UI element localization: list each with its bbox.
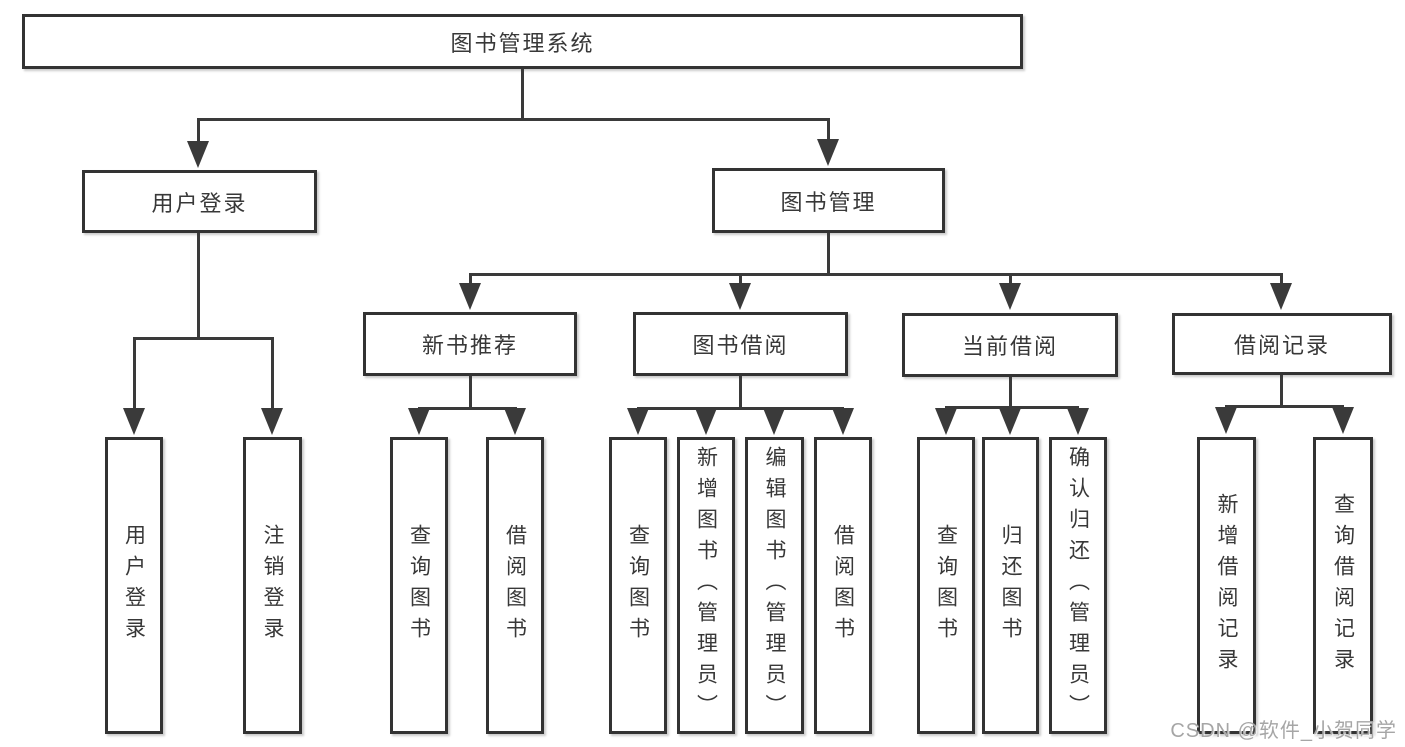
connector-line <box>637 407 844 410</box>
node-current-borrow-label: 当前借阅 <box>961 334 1058 359</box>
connector-line <box>1009 377 1012 409</box>
connector-line <box>739 376 742 410</box>
connector-line <box>133 337 136 411</box>
leaf-cb-confirm-return-label: 确认归还（管理员） <box>1066 446 1090 725</box>
leaf-br-add-record: 新增借阅记录 <box>1197 437 1256 734</box>
connector-line <box>1280 273 1283 287</box>
arrow-down-icon <box>261 408 283 435</box>
leaf-login: 用户登录 <box>105 437 163 734</box>
connector-line <box>469 376 472 410</box>
node-new-book-recommend-label: 新书推荐 <box>421 333 518 358</box>
leaf-cb-return-book-label: 归还图书 <box>999 523 1022 648</box>
arrow-down-icon <box>504 408 526 435</box>
connector-line <box>1009 273 1012 287</box>
node-root-label: 图书管理系统 <box>450 30 595 56</box>
connector-line <box>197 118 200 144</box>
node-current-borrow: 当前借阅 <box>902 313 1118 377</box>
leaf-br-query-record-label: 查询借阅记录 <box>1331 492 1355 679</box>
leaf-bb-edit-book-label: 编辑图书（管理员） <box>763 446 786 725</box>
node-new-book-recommend: 新书推荐 <box>363 312 577 376</box>
leaf-login-label: 用户登录 <box>122 523 146 648</box>
leaf-nbr-query-book: 查询图书 <box>390 437 448 734</box>
connector-line <box>197 233 200 340</box>
arrow-down-icon <box>832 408 854 435</box>
connector-line <box>1280 375 1283 408</box>
leaf-bb-add-book-label: 新增图书（管理员） <box>694 446 718 725</box>
leaf-logout: 注销登录 <box>243 437 302 734</box>
arrow-down-icon <box>999 283 1021 310</box>
arrow-down-icon <box>729 283 751 310</box>
connector-line <box>827 233 830 276</box>
arrow-down-icon <box>763 408 785 435</box>
node-borrow-records: 借阅记录 <box>1172 313 1392 375</box>
connector-line <box>469 273 472 287</box>
leaf-bb-query-book-label: 查询图书 <box>626 523 650 648</box>
leaf-br-query-record: 查询借阅记录 <box>1313 437 1373 734</box>
connector-line <box>827 118 830 142</box>
node-user-login-label: 用户登录 <box>151 190 248 216</box>
arrow-down-icon <box>817 139 839 166</box>
node-book-management: 图书管理 <box>712 168 945 233</box>
leaf-nbr-query-book-label: 查询图书 <box>407 523 431 648</box>
connector-line <box>521 69 524 121</box>
connector-line <box>739 273 742 287</box>
leaf-bb-edit-book: 编辑图书（管理员） <box>745 437 804 734</box>
leaf-bb-borrow-book-label: 借阅图书 <box>831 523 855 648</box>
leaf-nbr-borrow-book: 借阅图书 <box>486 437 544 734</box>
leaf-br-add-record-label: 新增借阅记录 <box>1215 492 1238 679</box>
leaf-bb-borrow-book: 借阅图书 <box>814 437 872 734</box>
connector-line <box>1225 405 1344 408</box>
connector-line <box>469 273 1283 276</box>
arrow-down-icon <box>999 408 1021 435</box>
arrow-down-icon <box>1215 407 1237 434</box>
arrow-down-icon <box>627 408 649 435</box>
leaf-cb-query-book-label: 查询图书 <box>934 523 958 648</box>
node-book-borrow-label: 图书借阅 <box>692 333 789 358</box>
node-root: 图书管理系统 <box>22 14 1023 69</box>
arrow-down-icon <box>695 408 717 435</box>
leaf-cb-query-book: 查询图书 <box>917 437 975 734</box>
leaf-cb-return-book: 归还图书 <box>982 437 1039 734</box>
leaf-bb-add-book: 新增图书（管理员） <box>677 437 735 734</box>
arrow-down-icon <box>187 141 209 168</box>
leaf-nbr-borrow-book-label: 借阅图书 <box>503 523 527 648</box>
connector-line <box>418 407 517 410</box>
connector-line <box>133 337 274 340</box>
arrow-down-icon <box>123 408 145 435</box>
connector-line <box>271 337 274 411</box>
node-book-borrow: 图书借阅 <box>633 312 848 376</box>
arrow-down-icon <box>1270 283 1292 310</box>
arrow-down-icon <box>408 408 430 435</box>
csdn-watermark: CSDN @软件_小贺同学 <box>1170 720 1397 742</box>
arrow-down-icon <box>1332 407 1354 434</box>
node-user-login: 用户登录 <box>82 170 317 233</box>
arrow-down-icon <box>935 408 957 435</box>
arrow-down-icon <box>1067 408 1089 435</box>
connector-line <box>945 406 1079 409</box>
leaf-logout-label: 注销登录 <box>261 523 284 648</box>
connector-line <box>197 118 830 121</box>
leaf-cb-confirm-return: 确认归还（管理员） <box>1049 437 1107 734</box>
node-borrow-records-label: 借阅记录 <box>1233 333 1330 358</box>
arrow-down-icon <box>459 283 481 310</box>
leaf-bb-query-book: 查询图书 <box>609 437 667 734</box>
node-book-management-label: 图书管理 <box>780 189 877 215</box>
